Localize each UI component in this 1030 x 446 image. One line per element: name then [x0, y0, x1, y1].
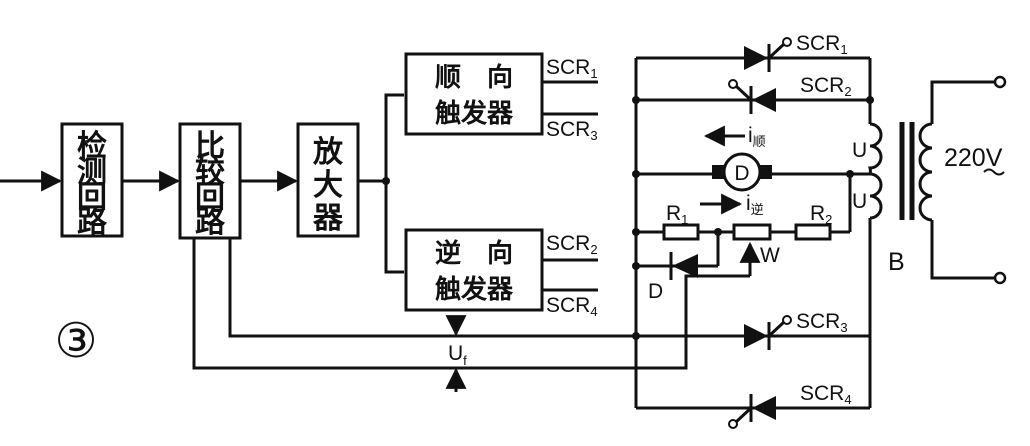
- junction-left-232: [632, 228, 640, 236]
- compare-char-1: 比: [195, 129, 225, 164]
- junction-left-266: [632, 262, 640, 270]
- compare-circuit-block: [178, 122, 242, 240]
- compare-char-3: 回: [195, 180, 225, 215]
- reverse-trigger-line1: 逆 向: [435, 238, 513, 269]
- supply-voltage-label: 220V: [944, 144, 1003, 172]
- amp-char-2: 大: [313, 168, 343, 203]
- u-bottom-label: U: [852, 190, 867, 213]
- rev-out-bot-label: SCR4: [546, 294, 598, 319]
- reverse-trigger-line2: 触发器: [435, 274, 514, 305]
- u-top-label: U: [852, 139, 867, 162]
- r1-resistor: [662, 223, 700, 241]
- reverse-trigger-block: [404, 228, 544, 312]
- amp-to-forward-wire: [384, 93, 404, 181]
- r2-resistor: [794, 223, 832, 241]
- forward-trigger-line2: 触发器: [435, 98, 514, 129]
- detect-char-4: 路: [77, 205, 108, 240]
- motor-brush-left: [712, 165, 724, 179]
- detect-char-1: 检: [77, 129, 107, 164]
- transformer-primary-coil: [918, 122, 933, 222]
- motor-label: D: [734, 162, 749, 185]
- feedback-wire-lower: [192, 238, 750, 370]
- figure-number: ③: [54, 313, 97, 369]
- junction-left-100: [632, 96, 640, 104]
- junction-right-100: [866, 96, 874, 104]
- detect-char-2: 测: [77, 155, 107, 190]
- transformer-secondary-coil: [868, 122, 883, 220]
- amplifier-block: [296, 122, 360, 238]
- fwd-out-top-label: SCR1: [546, 56, 598, 81]
- w-potentiometer: [732, 223, 772, 241]
- supply-ac-mark: [983, 168, 1005, 176]
- diode-label: D: [648, 280, 663, 303]
- scr2-thyristor: [728, 79, 776, 114]
- i-reverse-label: i逆: [746, 192, 764, 217]
- rev-out-top-label: SCR2: [546, 232, 598, 257]
- amp-char-1: 放: [312, 135, 344, 170]
- diode-symbol: [669, 252, 698, 280]
- uf-label: Uf: [448, 342, 467, 368]
- pot-label: W: [760, 244, 780, 267]
- amp-to-reverse-wire: [384, 181, 404, 274]
- primary-bottom-wire: [930, 220, 996, 280]
- r2-label: R2: [810, 202, 832, 227]
- junction-left-174: [632, 170, 640, 178]
- forward-trigger-line1: 顺 向: [435, 62, 513, 93]
- scr1-label: SCR1: [796, 32, 848, 57]
- scr4-thyristor: [728, 394, 776, 429]
- fwd-out-bot-label: SCR3: [546, 118, 598, 143]
- detect-char-3: 回: [77, 180, 107, 215]
- r1-label: R1: [666, 202, 688, 227]
- supply-terminal-top: [993, 75, 1007, 89]
- scr1-thyristor: [744, 37, 792, 72]
- junction-left-336: [632, 332, 640, 340]
- scr2-label: SCR2: [800, 74, 852, 99]
- supply-terminal-bottom: [993, 271, 1007, 285]
- primary-top-wire: [930, 80, 996, 124]
- scr3-thyristor: [744, 315, 792, 350]
- transformer-label: B: [888, 248, 905, 276]
- motor-brush-right: [760, 165, 772, 179]
- feedback-wire-upper: [228, 238, 636, 338]
- compare-char-2: 较: [195, 155, 225, 190]
- scr4-label: SCR4: [800, 382, 852, 407]
- i-forward-label: i顺: [748, 124, 766, 149]
- forward-trigger-block: [404, 52, 544, 136]
- amp-char-3: 器: [312, 201, 344, 236]
- compare-char-4: 路: [195, 205, 226, 240]
- scr3-label: SCR3: [796, 310, 848, 335]
